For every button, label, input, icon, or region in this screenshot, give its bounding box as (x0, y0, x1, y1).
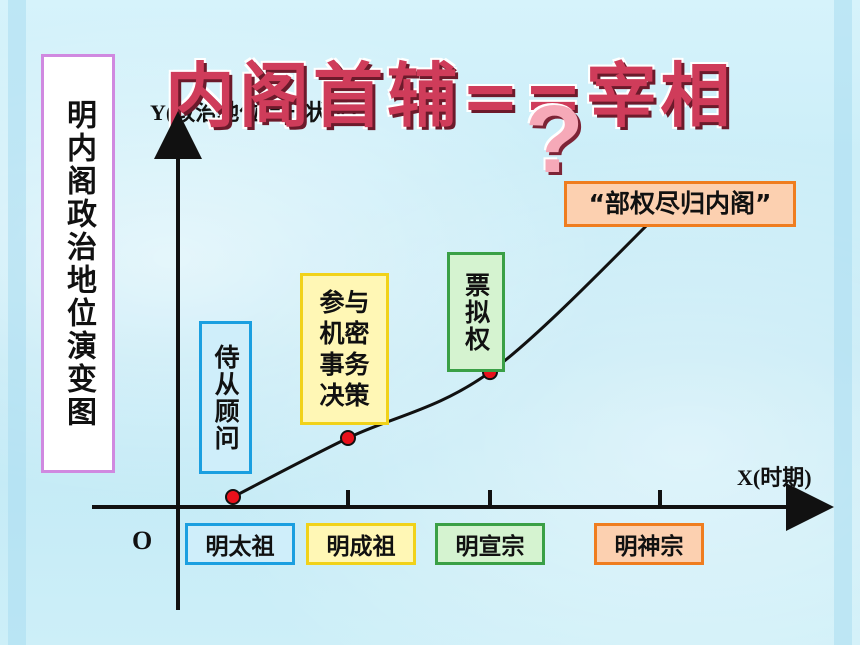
question-mark: ? (525, 86, 584, 193)
side-label-box: 明内阁政治地位演变图 (41, 54, 115, 473)
curve-point (340, 430, 356, 447)
decorative-frame (8, 0, 852, 645)
curve-point (225, 489, 241, 505)
stage-label-advisor: 侍从顾问 (211, 343, 241, 452)
era-box-taizu: 明太祖 (185, 523, 295, 565)
trend-curve (232, 211, 662, 499)
stage-label-full-power: “部权尽归内阁” (588, 189, 772, 219)
era-box-shenzong: 明神宗 (594, 523, 704, 565)
stage-box-full-power: “部权尽归内阁” (564, 181, 796, 227)
page-title: 内阁首辅==宰相 (165, 55, 735, 137)
stage-label-decision-line3: 事务 (319, 350, 370, 379)
stage-box-drafting: 票拟权 (447, 252, 505, 372)
side-label: 明内阁政治地位演变图 (61, 98, 96, 429)
era-box-xuanzong: 明宣宗 (435, 523, 545, 565)
era-box-chengzu: 明成祖 (306, 523, 416, 565)
stage-label-decision-line4: 决策 (319, 381, 370, 411)
stage-label-drafting: 票拟权 (461, 271, 491, 353)
stage-label-decision-line1: 参与 (319, 287, 370, 317)
x-axis-label: X(时期) (737, 465, 812, 490)
stage-label-decision-line2: 机密 (319, 318, 370, 348)
origin-label: O (132, 526, 153, 555)
stage-box-advisor: 侍从顾问 (199, 321, 252, 474)
stage-box-decision: 参与 机密 事务 决策 (300, 273, 389, 425)
